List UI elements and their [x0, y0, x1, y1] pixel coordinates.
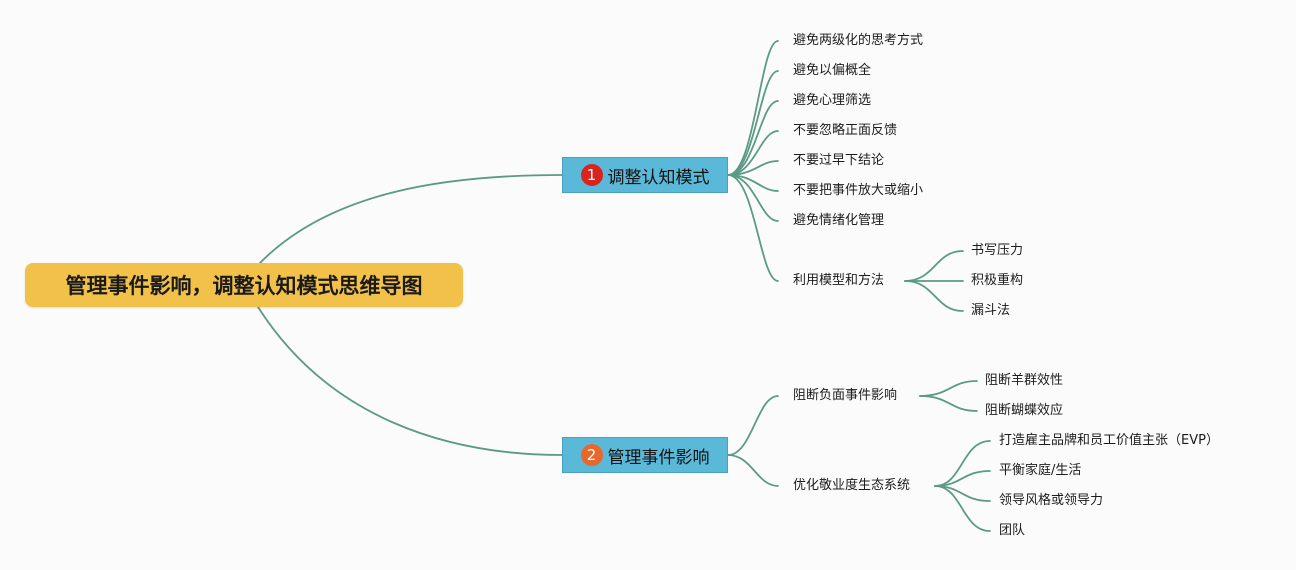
connector-e4 — [934, 485, 991, 532]
topic-node[interactable]: 避免两级化的思考方式 — [793, 33, 924, 48]
connector-b1-c8 — [727, 174, 779, 282]
subtopic-node[interactable]: 积极重构 — [971, 273, 1024, 288]
connector-g2 — [919, 395, 978, 412]
connector-b1-c2 — [727, 70, 779, 176]
branch-label: 管理事件影响 — [607, 447, 710, 468]
subtopic-node[interactable]: 阻断羊群效性 — [985, 373, 1064, 388]
topic-node[interactable]: 避免心理筛选 — [793, 93, 872, 108]
connector-b1-c7 — [727, 174, 779, 222]
subtopic-node[interactable]: 漏斗法 — [971, 303, 1011, 318]
branch-label: 调整认知模式 — [607, 167, 710, 188]
number-badge-1: 1 — [580, 164, 603, 186]
subtopic-node[interactable]: 团队 — [999, 523, 1026, 538]
topic-node[interactable]: 避免情绪化管理 — [793, 213, 885, 228]
branch-node-cognitive[interactable]: 1 调整认知模式 — [562, 157, 728, 193]
subtopic-node[interactable]: 书写压力 — [971, 243, 1024, 258]
subtopic-node[interactable]: 阻断蝴蝶效应 — [985, 403, 1064, 418]
connector-b1-c1 — [727, 40, 779, 176]
topic-node[interactable]: 利用模型和方法 — [793, 273, 885, 288]
root-title: 管理事件影响，调整认知模式思维导图 — [65, 274, 423, 298]
connector-b1-c3 — [727, 100, 779, 176]
subtopic-node[interactable]: 平衡家庭/生活 — [999, 463, 1082, 478]
connector-b2-c2 — [727, 454, 779, 487]
subtopic-node[interactable]: 领导风格或领导力 — [999, 493, 1104, 508]
connector-root-branch1 — [257, 174, 563, 266]
connector-root-branch2 — [257, 306, 563, 456]
connector-m1 — [904, 250, 964, 282]
topic-node[interactable]: 不要过早下结论 — [793, 153, 885, 168]
topic-node[interactable]: 不要忽略正面反馈 — [793, 123, 898, 138]
connector-g1 — [919, 380, 978, 397]
topic-node[interactable]: 避免以偏概全 — [793, 63, 872, 78]
subtopic-node[interactable]: 打造雇主品牌和员工价值主张（EVP） — [999, 433, 1219, 448]
topic-node[interactable]: 阻断负面事件影响 — [793, 388, 898, 403]
topic-node[interactable]: 优化敬业度生态系统 — [793, 478, 911, 493]
topic-node[interactable]: 不要把事件放大或缩小 — [793, 183, 924, 198]
branch-node-impact[interactable]: 2 管理事件影响 — [562, 437, 728, 473]
connector-b2-c1 — [727, 395, 779, 456]
connector-m3 — [904, 280, 964, 312]
number-badge-2: 2 — [580, 444, 603, 466]
root-node[interactable]: 管理事件影响，调整认知模式思维导图 — [25, 263, 463, 307]
